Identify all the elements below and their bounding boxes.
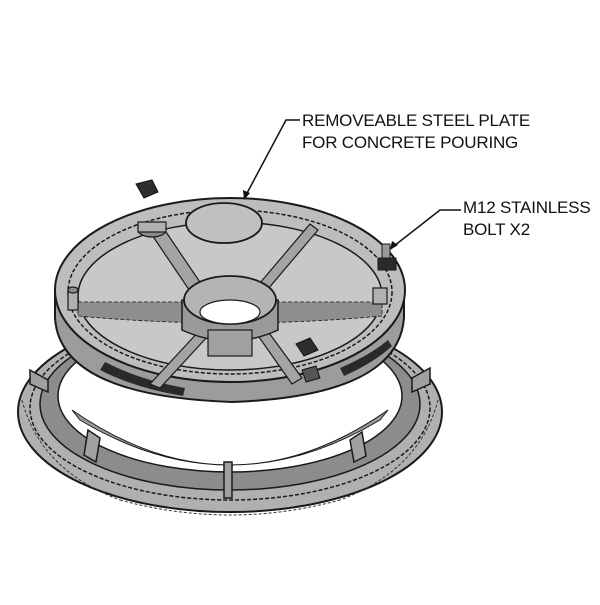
callout-steel-plate-line-2: FOR CONCRETE POURING bbox=[302, 133, 519, 152]
removable-steel-plate bbox=[185, 202, 263, 244]
leader-lines bbox=[245, 119, 461, 247]
callout-steel-plate-line-1: REMOVEABLE STEEL PLATE bbox=[302, 111, 531, 130]
callout-bolt-line-1: M12 STAINLESS bbox=[463, 198, 591, 217]
bolt bbox=[377, 243, 397, 271]
callout-bolt-line-2: BOLT X2 bbox=[463, 220, 530, 239]
callout-steel-plate: REMOVEABLE STEEL PLATE FOR CONCRETE POUR… bbox=[302, 110, 530, 154]
center-ring bbox=[181, 275, 279, 357]
callout-bolt: M12 STAINLESS BOLT X2 bbox=[463, 197, 591, 241]
loose-lug-pieces bbox=[135, 179, 321, 383]
